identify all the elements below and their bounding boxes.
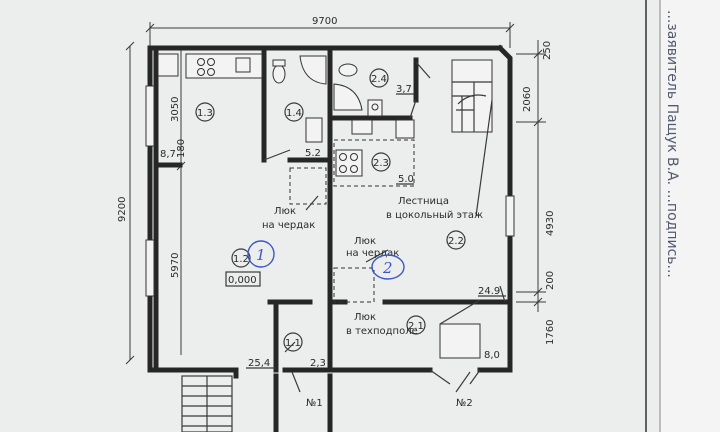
unit-1-label: №1 <box>306 398 323 409</box>
room-2-2: 2.2 <box>448 236 464 247</box>
room-markers: 1.3 1.4 1.2 1.1 2.4 2.3 2.2 2.1 <box>195 68 466 352</box>
room-2-1: 2.1 <box>408 321 424 332</box>
handwritten-1: 1 <box>256 246 266 264</box>
dim-left-upper: 3050 <box>170 97 181 122</box>
area-8-0: 8,0 <box>484 350 500 361</box>
side-margin-text: ...заявитель Пащук В.А. ...подпись... <box>664 10 680 278</box>
left-dimension: 9200 <box>117 41 135 365</box>
top-dimension: 9700 <box>145 16 515 48</box>
handwritten-marks: 1 2 <box>247 240 405 280</box>
area-24-9: 24.9 <box>478 286 500 297</box>
dim-2060: 2060 <box>522 87 533 112</box>
side-strip <box>660 0 720 432</box>
stairs-label-2: в цокольный этаж <box>386 210 483 221</box>
room-1-3: 1.3 <box>197 108 213 119</box>
area-values: 8,7 5.2 3,7 5.0 25,4 2,3 24.9 8,0 0,000 <box>160 84 506 369</box>
area-5-0: 5.0 <box>398 174 414 185</box>
hatch-under-b: в техподполе <box>346 326 418 337</box>
entrance-steps <box>181 373 333 432</box>
dim-250: 250 <box>542 41 553 60</box>
interior-walls <box>153 49 508 379</box>
room-2-4: 2.4 <box>371 74 387 85</box>
room-2-3: 2.3 <box>373 158 389 169</box>
level-mark: 0,000 <box>228 275 257 286</box>
basement-stairs <box>451 59 493 217</box>
kitchen-23-fixtures <box>333 139 415 187</box>
area-3-7: 3,7 <box>396 84 412 95</box>
area-8-7: 8,7 <box>160 149 176 160</box>
bath-14-fixtures <box>272 55 327 143</box>
dim-1760: 1760 <box>545 320 556 345</box>
dim-180: 180 <box>176 139 187 158</box>
stairs-label-1: Лестница <box>398 196 449 207</box>
hatch-attic-2b: на чердак <box>346 248 399 259</box>
room-1-4: 1.4 <box>286 108 302 119</box>
area-5-2: 5.2 <box>305 148 321 159</box>
plan-labels: Люк на чердак Лестница в цокольный этаж … <box>262 196 483 409</box>
dim-left-lower: 5970 <box>170 253 181 278</box>
right-dimension: 250 2060 4930 200 1760 <box>516 40 556 345</box>
handwritten-2: 2 <box>382 259 393 277</box>
area-2-3: 2,3 <box>310 358 326 369</box>
area-25-4: 25,4 <box>248 358 270 369</box>
dim-200: 200 <box>545 271 556 290</box>
hatch-attic-1b: на чердак <box>262 220 315 231</box>
bath-24-fixtures <box>333 63 415 139</box>
hatch-under-a: Люк <box>354 312 376 323</box>
hatches <box>289 167 481 359</box>
room-1-1: 1.1 <box>285 338 301 349</box>
doors <box>263 61 506 385</box>
dim-4930: 4930 <box>545 211 556 236</box>
unit-2-label: №2 <box>456 398 473 409</box>
hatch-attic-1a: Люк <box>274 206 296 217</box>
dim-overall-height: 9200 <box>117 197 128 222</box>
hatch-attic-2a: Люк <box>354 236 376 247</box>
dim-overall-width: 9700 <box>312 16 337 27</box>
room-1-2: 1.2 <box>233 254 249 265</box>
windows <box>145 85 515 297</box>
kitchen-fixtures <box>157 53 263 79</box>
